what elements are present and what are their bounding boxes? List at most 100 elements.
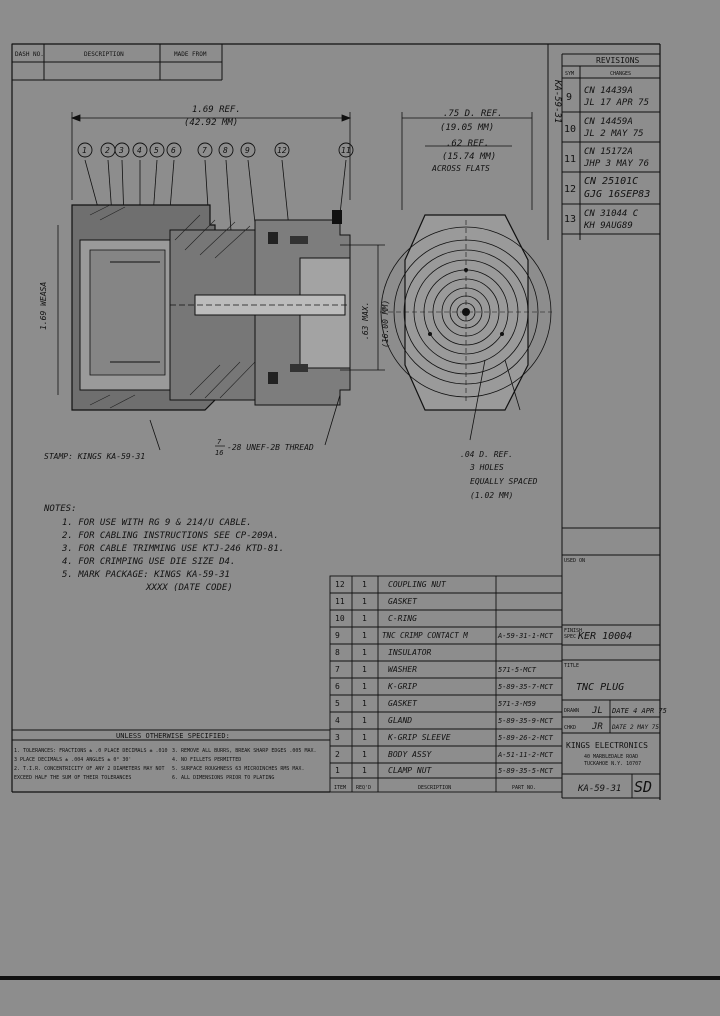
thread-numerator: 7 <box>217 438 222 446</box>
part-desc: BODY ASSY <box>388 750 433 759</box>
parts-row-1: 1 1 CLAMP NUT 5-89-35-5-MCT <box>335 766 554 775</box>
revisions-title: REVISIONS <box>596 56 640 65</box>
title-block-grid <box>562 527 660 799</box>
part-reqd: 1 <box>362 750 367 759</box>
part-desc: CLAMP NUT <box>388 766 433 775</box>
balloon-4: 4 <box>137 146 142 155</box>
parts-row-9: 9 1 TNC CRIMP CONTACT M A-59-31-1-MCT <box>335 631 554 640</box>
rev-line1: CN 15172A <box>584 147 633 157</box>
part-item: 2 <box>335 750 340 759</box>
dim-height: .63 MAX. <box>361 301 370 340</box>
parts-row-4: 4 1 GLAND 5-89-35-9-MCT <box>335 716 554 725</box>
balloon-labels: 1 2 3 4 5 6 7 8 9 12 11 <box>82 146 351 155</box>
rev-line1: CN 25101C <box>584 176 638 187</box>
part-desc: C-RING <box>388 614 417 623</box>
part-desc: INSULATOR <box>388 648 432 657</box>
part-number: 5-89-35-7-MCT <box>498 683 554 691</box>
parts-row-5: 5 1 GASKET 571-3-M59 <box>335 699 536 708</box>
revisions-vertical-note: KA-59-31 <box>552 79 562 123</box>
part-item: 9 <box>335 631 340 640</box>
parts-row-6: 6 1 K-GRIP 5-89-35-7-MCT <box>335 682 554 691</box>
spec-value: KER 10004 <box>577 631 632 642</box>
balloon-11: 11 <box>341 146 351 155</box>
rev-line2: KH 9AUG89 <box>583 221 633 231</box>
tolerance-block: UNLESS OTHERWISE SPECIFIED: 1. TOLERANCE… <box>14 732 317 781</box>
rev-sym: 11 <box>564 154 576 165</box>
balloon-9: 9 <box>245 146 250 155</box>
part-item: 4 <box>335 716 340 725</box>
note-5-date-code: XXXX (DATE CODE) <box>145 583 233 593</box>
part-item: 12 <box>335 580 345 589</box>
parts-row-10: 10 1 C-RING <box>335 614 417 623</box>
revisions-sym-header: SYM <box>565 71 574 77</box>
holes-note-2: 3 HOLES <box>469 463 504 472</box>
part-reqd: 1 <box>362 580 367 589</box>
part-item: 5 <box>335 699 340 708</box>
part-reqd: 1 <box>362 699 367 708</box>
part-desc: K-GRIP <box>387 682 417 691</box>
dim-length: 1.69 REF. <box>192 105 241 115</box>
balloon-5: 5 <box>154 146 159 155</box>
note-2: 2. FOR CABLING INSTRUCTIONS SEE CP-209A. <box>62 531 279 541</box>
parts-row-12: 12 1 COUPLING NUT <box>335 580 447 589</box>
part-desc: K-GRIP SLEEVE <box>387 733 451 742</box>
note-4: 4. FOR CRIMPING USE DIE SIZE D4. <box>62 557 235 567</box>
balloon-3: 3 <box>118 146 124 155</box>
part-reqd: 1 <box>362 631 367 640</box>
revision-row-12: 12 CN 25101C GJG 16SEP83 <box>564 176 650 200</box>
rev-sym: 9 <box>566 92 572 103</box>
part-reqd: 1 <box>362 682 367 691</box>
part-item: 7 <box>335 665 340 674</box>
dim-diameter-mm: (19.05 MM) <box>440 123 494 133</box>
part-reqd: 1 <box>362 665 367 674</box>
thread-leader <box>324 394 341 446</box>
dash-no-header: DASH NO. <box>15 51 44 58</box>
part-number: 5-89-35-9-MCT <box>498 717 554 725</box>
rev-line2: GJG 16SEP83 <box>584 189 650 200</box>
part-item: 6 <box>335 682 340 691</box>
part-item: 10 <box>335 614 345 623</box>
dim-height-mm: (16.00 MM) <box>381 300 390 348</box>
thread-denominator: 16 <box>215 449 223 457</box>
part-reqd: 1 <box>362 597 367 606</box>
balloon-8: 8 <box>223 146 228 155</box>
dim-flats-note: ACROSS FLATS <box>431 164 490 173</box>
title-value: TNC PLUG <box>576 682 624 693</box>
part-desc: GASKET <box>388 699 418 708</box>
notes-section: NOTES: 1. FOR USE WITH RG 9 & 214/U CABL… <box>43 504 284 593</box>
col-part-header: PART NO. <box>512 785 536 791</box>
parts-list-grid <box>329 575 563 793</box>
part-desc: GLAND <box>388 716 412 725</box>
thread-callout: -28 UNEF-2B THREAD <box>227 443 314 452</box>
balloon-7: 7 <box>202 146 207 155</box>
dim-flats-mm: (15.74 MM) <box>442 152 496 162</box>
revisions-block <box>547 44 660 240</box>
tolerance-block-frame <box>12 729 330 741</box>
tolerance-title: UNLESS OTHERWISE SPECIFIED: <box>116 732 230 740</box>
parts-row-11: 11 1 GASKET <box>335 597 418 606</box>
description-header: DESCRIPTION <box>84 51 124 58</box>
tolerance-line: EXCEED HALF THE SUM OF THEIR TOLERANCES <box>14 775 131 781</box>
holes-note-1: .04 D. REF. <box>460 450 513 459</box>
rev-line2: JL 17 APR 75 <box>583 98 649 108</box>
finish-label: FINISH <box>564 628 582 634</box>
revisions-change-header: CHANGES <box>610 71 631 77</box>
parts-list: 12 1 COUPLING NUT 11 1 GASKET 10 1 C-RIN… <box>334 580 554 791</box>
holes-note-3: EQUALLY SPACED <box>470 477 538 486</box>
connector-end-view <box>380 112 552 441</box>
part-number: A-51-11-2-MCT <box>497 751 554 759</box>
parts-row-7: 7 1 WASHER 571-5-MCT <box>335 665 537 674</box>
part-desc: WASHER <box>388 665 417 674</box>
rev-sym: 13 <box>564 214 576 225</box>
drawing-number: KA-59-31 <box>577 784 621 794</box>
revision-row-10: 10 CN 14459A JL 2 MAY 75 <box>564 117 644 139</box>
checked-label: CHKD <box>564 725 576 731</box>
drawn-by: JL <box>591 706 603 716</box>
revision-row-9: 9 CN 14439A JL 17 APR 75 <box>566 86 649 108</box>
rev-line1: CN 14459A <box>584 117 633 127</box>
connector-side-view <box>71 159 351 411</box>
part-reqd: 1 <box>362 716 367 725</box>
balloon-6: 6 <box>171 146 176 155</box>
col-reqd-header: REQ'D <box>356 785 371 791</box>
holes-note-mm: (1.02 MM) <box>470 491 513 500</box>
